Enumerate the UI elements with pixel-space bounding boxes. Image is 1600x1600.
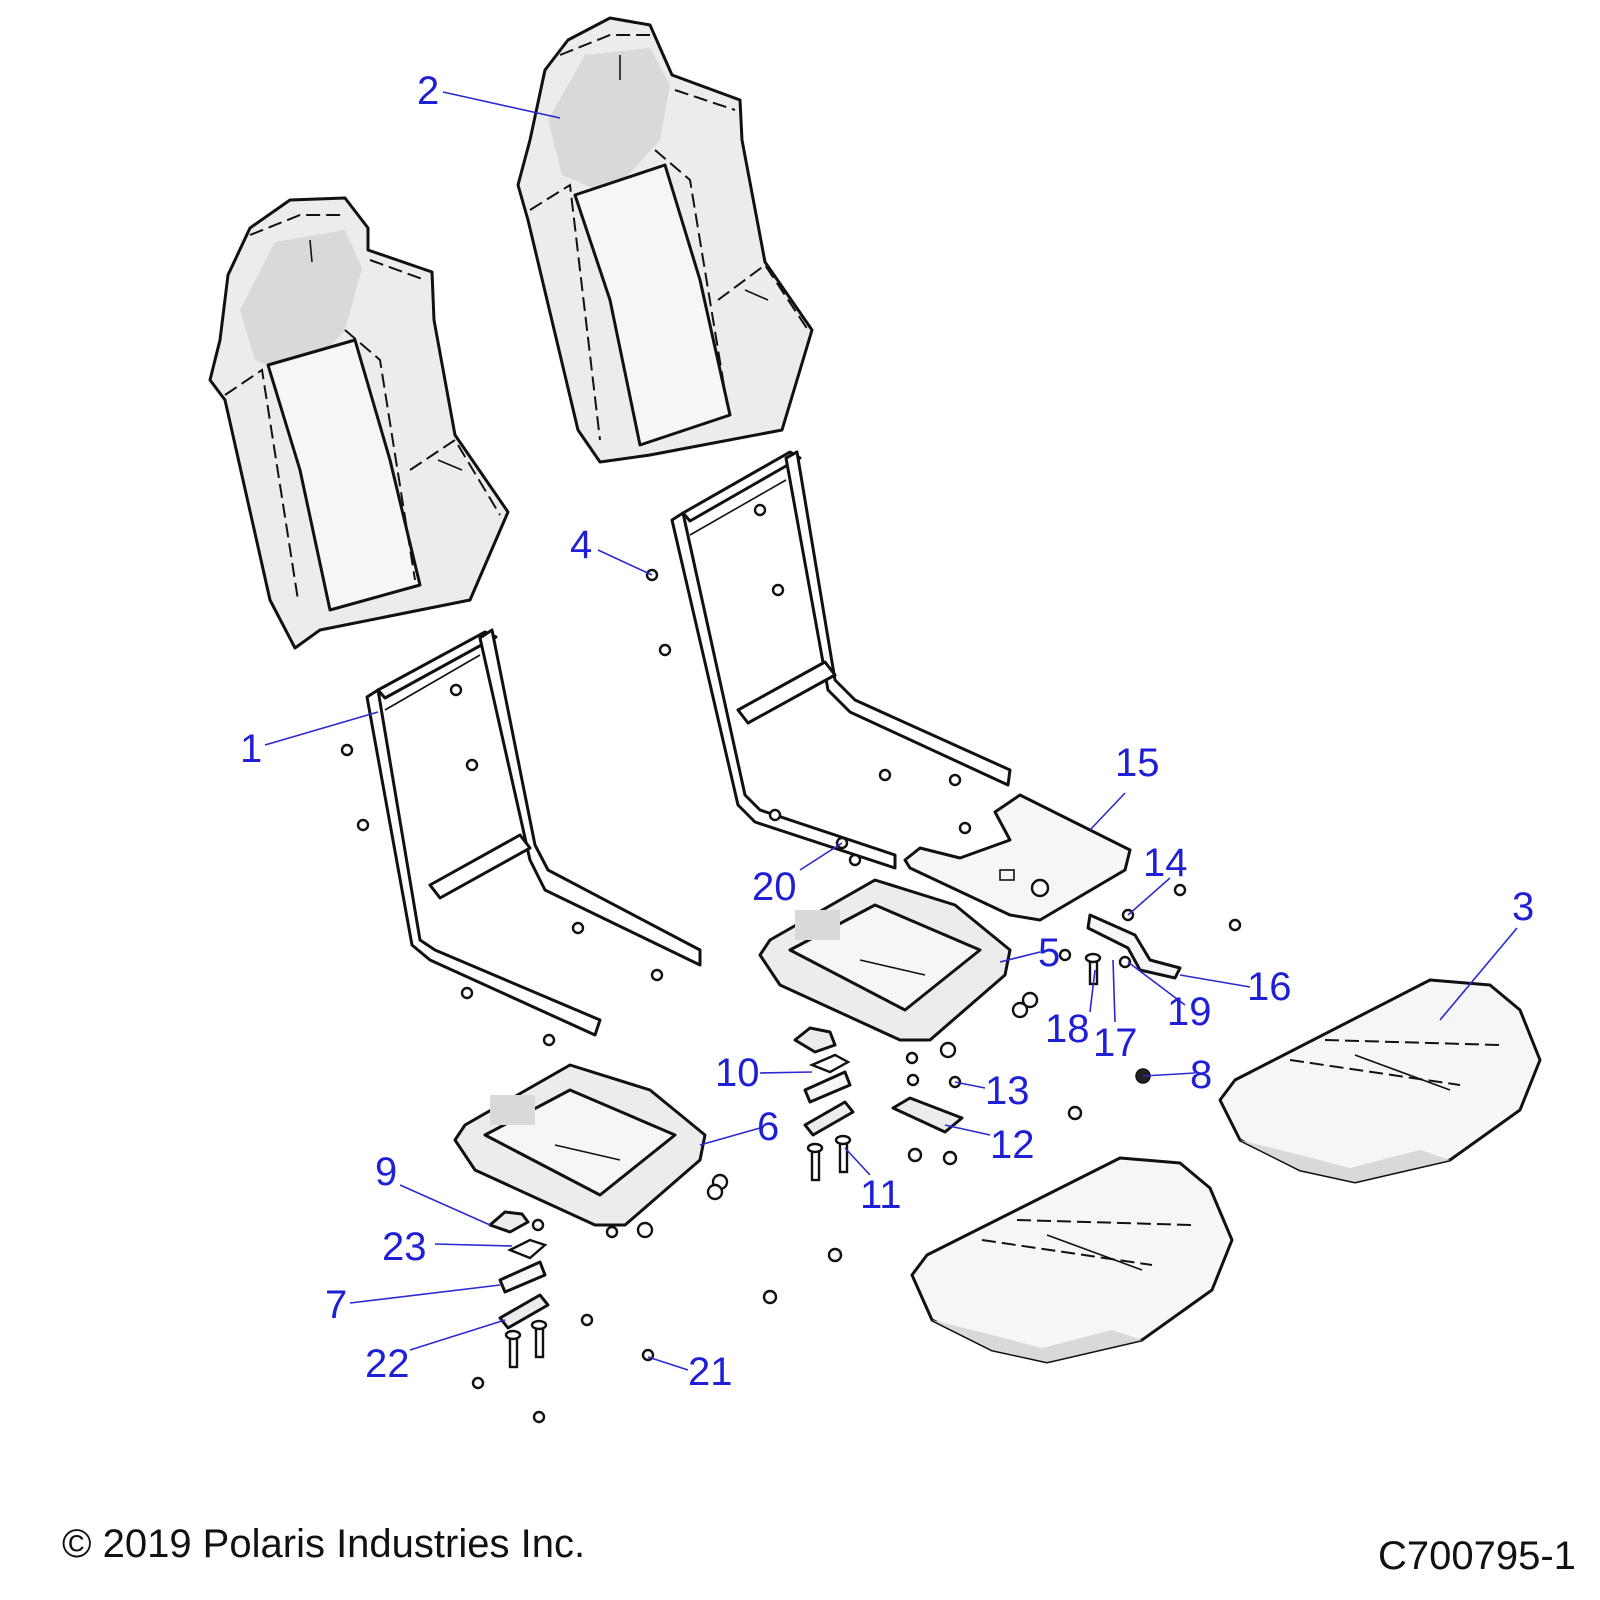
seat-slider-lower <box>453 1063 707 1227</box>
callout-18: 18 <box>1045 1007 1090 1051</box>
callout-13: 13 <box>985 1069 1030 1113</box>
bolt <box>504 1329 522 1369</box>
callout-9: 9 <box>375 1150 397 1194</box>
bolt <box>834 1134 852 1174</box>
callout-2: 2 <box>417 69 439 113</box>
latch-bracket <box>1086 913 1182 980</box>
seat-cushion-right <box>1218 978 1542 1184</box>
callout-1: 1 <box>240 727 262 771</box>
bolt <box>1084 952 1102 986</box>
seat-slider-upper <box>758 878 1012 1042</box>
bolt <box>530 1319 548 1359</box>
seat-back-left <box>208 196 510 650</box>
leader-lines <box>264 91 1518 1371</box>
callout-5: 5 <box>1038 931 1060 975</box>
nut-hardware <box>340 503 1242 1424</box>
seat-back-right <box>516 16 814 464</box>
callout-3: 3 <box>1512 885 1534 929</box>
bolt <box>806 1142 824 1182</box>
seat-frame-right <box>670 450 1012 870</box>
callout-22: 22 <box>365 1342 410 1386</box>
callout-11: 11 <box>860 1173 902 1217</box>
latch-hardware-center <box>793 1026 964 1137</box>
mounting-plate <box>903 793 1132 922</box>
callout-12: 12 <box>990 1123 1035 1167</box>
callout-20: 20 <box>752 865 797 909</box>
callout-6: 6 <box>757 1105 779 1149</box>
callout-17: 17 <box>1093 1021 1138 1065</box>
copyright-notice: © 2019 Polaris Industries Inc. <box>62 1522 586 1566</box>
callout-19: 19 <box>1167 990 1212 1034</box>
callout-23: 23 <box>382 1225 427 1269</box>
figure-id: C700795-1 <box>1378 1534 1576 1578</box>
callout-7: 7 <box>325 1283 347 1327</box>
bolt-hardware <box>504 952 1102 1369</box>
callout-4: 4 <box>570 523 592 567</box>
callout-8: 8 <box>1190 1053 1212 1097</box>
latch-hardware-left <box>488 1210 550 1330</box>
callout-16: 16 <box>1247 965 1292 1009</box>
callout-21: 21 <box>688 1350 733 1394</box>
callout-labels: 1 2 3 4 5 6 7 8 9 10 11 12 13 14 15 16 1… <box>240 69 1534 1394</box>
seat-frame-left <box>365 628 702 1037</box>
callout-14: 14 <box>1143 841 1188 885</box>
callout-10: 10 <box>715 1051 760 1095</box>
seat-cushion-left <box>910 1156 1234 1364</box>
callout-15: 15 <box>1115 741 1160 785</box>
